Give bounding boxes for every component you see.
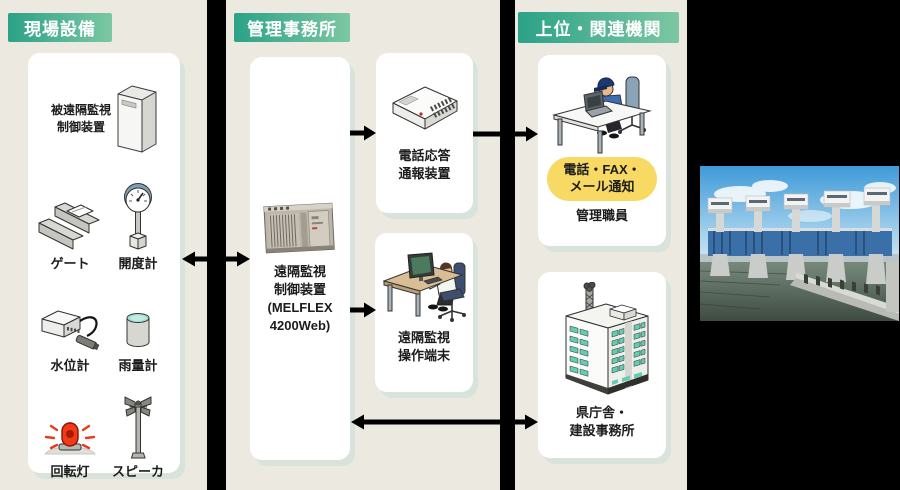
card-phone-response: 電話応答 通報装置 bbox=[376, 53, 473, 213]
column-header-field-label: 現場設備 bbox=[24, 20, 96, 39]
phone-response-device-icon bbox=[392, 86, 457, 130]
prefecture-label: 県庁舎・ 建設事務所 bbox=[569, 405, 635, 438]
water-level-sensor-icon bbox=[41, 310, 100, 351]
field-item-water-level: 水位計 bbox=[36, 305, 104, 375]
card-management-staff: 電話・FAX・ メール通知 管理職員 bbox=[538, 55, 666, 246]
field-item-speaker: スピーカ bbox=[104, 395, 172, 481]
government-building-icon bbox=[565, 282, 649, 395]
field-item-gate: ゲート bbox=[36, 199, 104, 273]
column-header-field: 現場設備 bbox=[8, 13, 112, 42]
card-field-equipment: 被遠隔監視 制御装置 bbox=[28, 53, 180, 479]
flow-arrow-field-office bbox=[182, 250, 250, 268]
control-cabinet-icon bbox=[117, 85, 157, 153]
melflex-rack-photo bbox=[263, 202, 335, 254]
card-operator-terminal: 遠隔監視 操作端末 bbox=[375, 233, 473, 392]
staff-label: 管理職員 bbox=[575, 208, 628, 223]
cabinet-label: 被遠隔監視 制御装置 bbox=[50, 103, 111, 134]
field-row-water-rain: 水位計 雨量計 bbox=[36, 293, 172, 375]
column-header-upper: 上位・関連機関 bbox=[518, 12, 679, 43]
column-header-upper-label: 上位・関連機関 bbox=[535, 20, 662, 39]
field-item-beacon: 回転灯 bbox=[36, 417, 104, 481]
field-row-gate-gauge: ゲート bbox=[36, 177, 172, 273]
speaker-pole-icon bbox=[124, 396, 152, 459]
flow-arrow-controller-terminal bbox=[350, 301, 376, 319]
field-row-beacon-speaker: 回転灯 スピーカ bbox=[36, 385, 172, 481]
controller-label: 遠隔監視 制御装置 (MELFLEX 4200Web) bbox=[267, 264, 333, 333]
river-sluice-gate-photo bbox=[699, 166, 899, 321]
phone-device-label: 電話応答 通報装置 bbox=[398, 148, 451, 181]
flow-arrow-phone-staff bbox=[473, 125, 538, 143]
notify-badge: 電話・FAX・ メール通知 bbox=[547, 157, 657, 201]
flow-arrow-office-prefecture bbox=[351, 413, 538, 431]
flow-arrow-controller-phone bbox=[350, 124, 376, 142]
rotating-beacon-icon bbox=[44, 422, 96, 455]
terminal-label: 遠隔監視 操作端末 bbox=[397, 330, 450, 363]
card-remote-controller: 遠隔監視 制御装置 (MELFLEX 4200Web) bbox=[250, 57, 350, 460]
card-prefecture-office: 県庁舎・ 建設事務所 bbox=[538, 272, 666, 458]
staff-at-desk-icon bbox=[552, 76, 652, 154]
column-header-office: 管理事務所 bbox=[234, 13, 350, 42]
opening-gauge-icon bbox=[124, 183, 152, 250]
rain-gauge-icon bbox=[126, 313, 150, 348]
operator-terminal-icon bbox=[382, 252, 466, 322]
column-header-office-label: 管理事務所 bbox=[247, 20, 337, 39]
gate-icon bbox=[38, 202, 100, 250]
field-item-opening-gauge: 開度計 bbox=[104, 181, 172, 273]
field-item-rain-gauge: 雨量計 bbox=[104, 309, 172, 375]
field-item-cabinet: 被遠隔監視 制御装置 bbox=[36, 73, 172, 165]
